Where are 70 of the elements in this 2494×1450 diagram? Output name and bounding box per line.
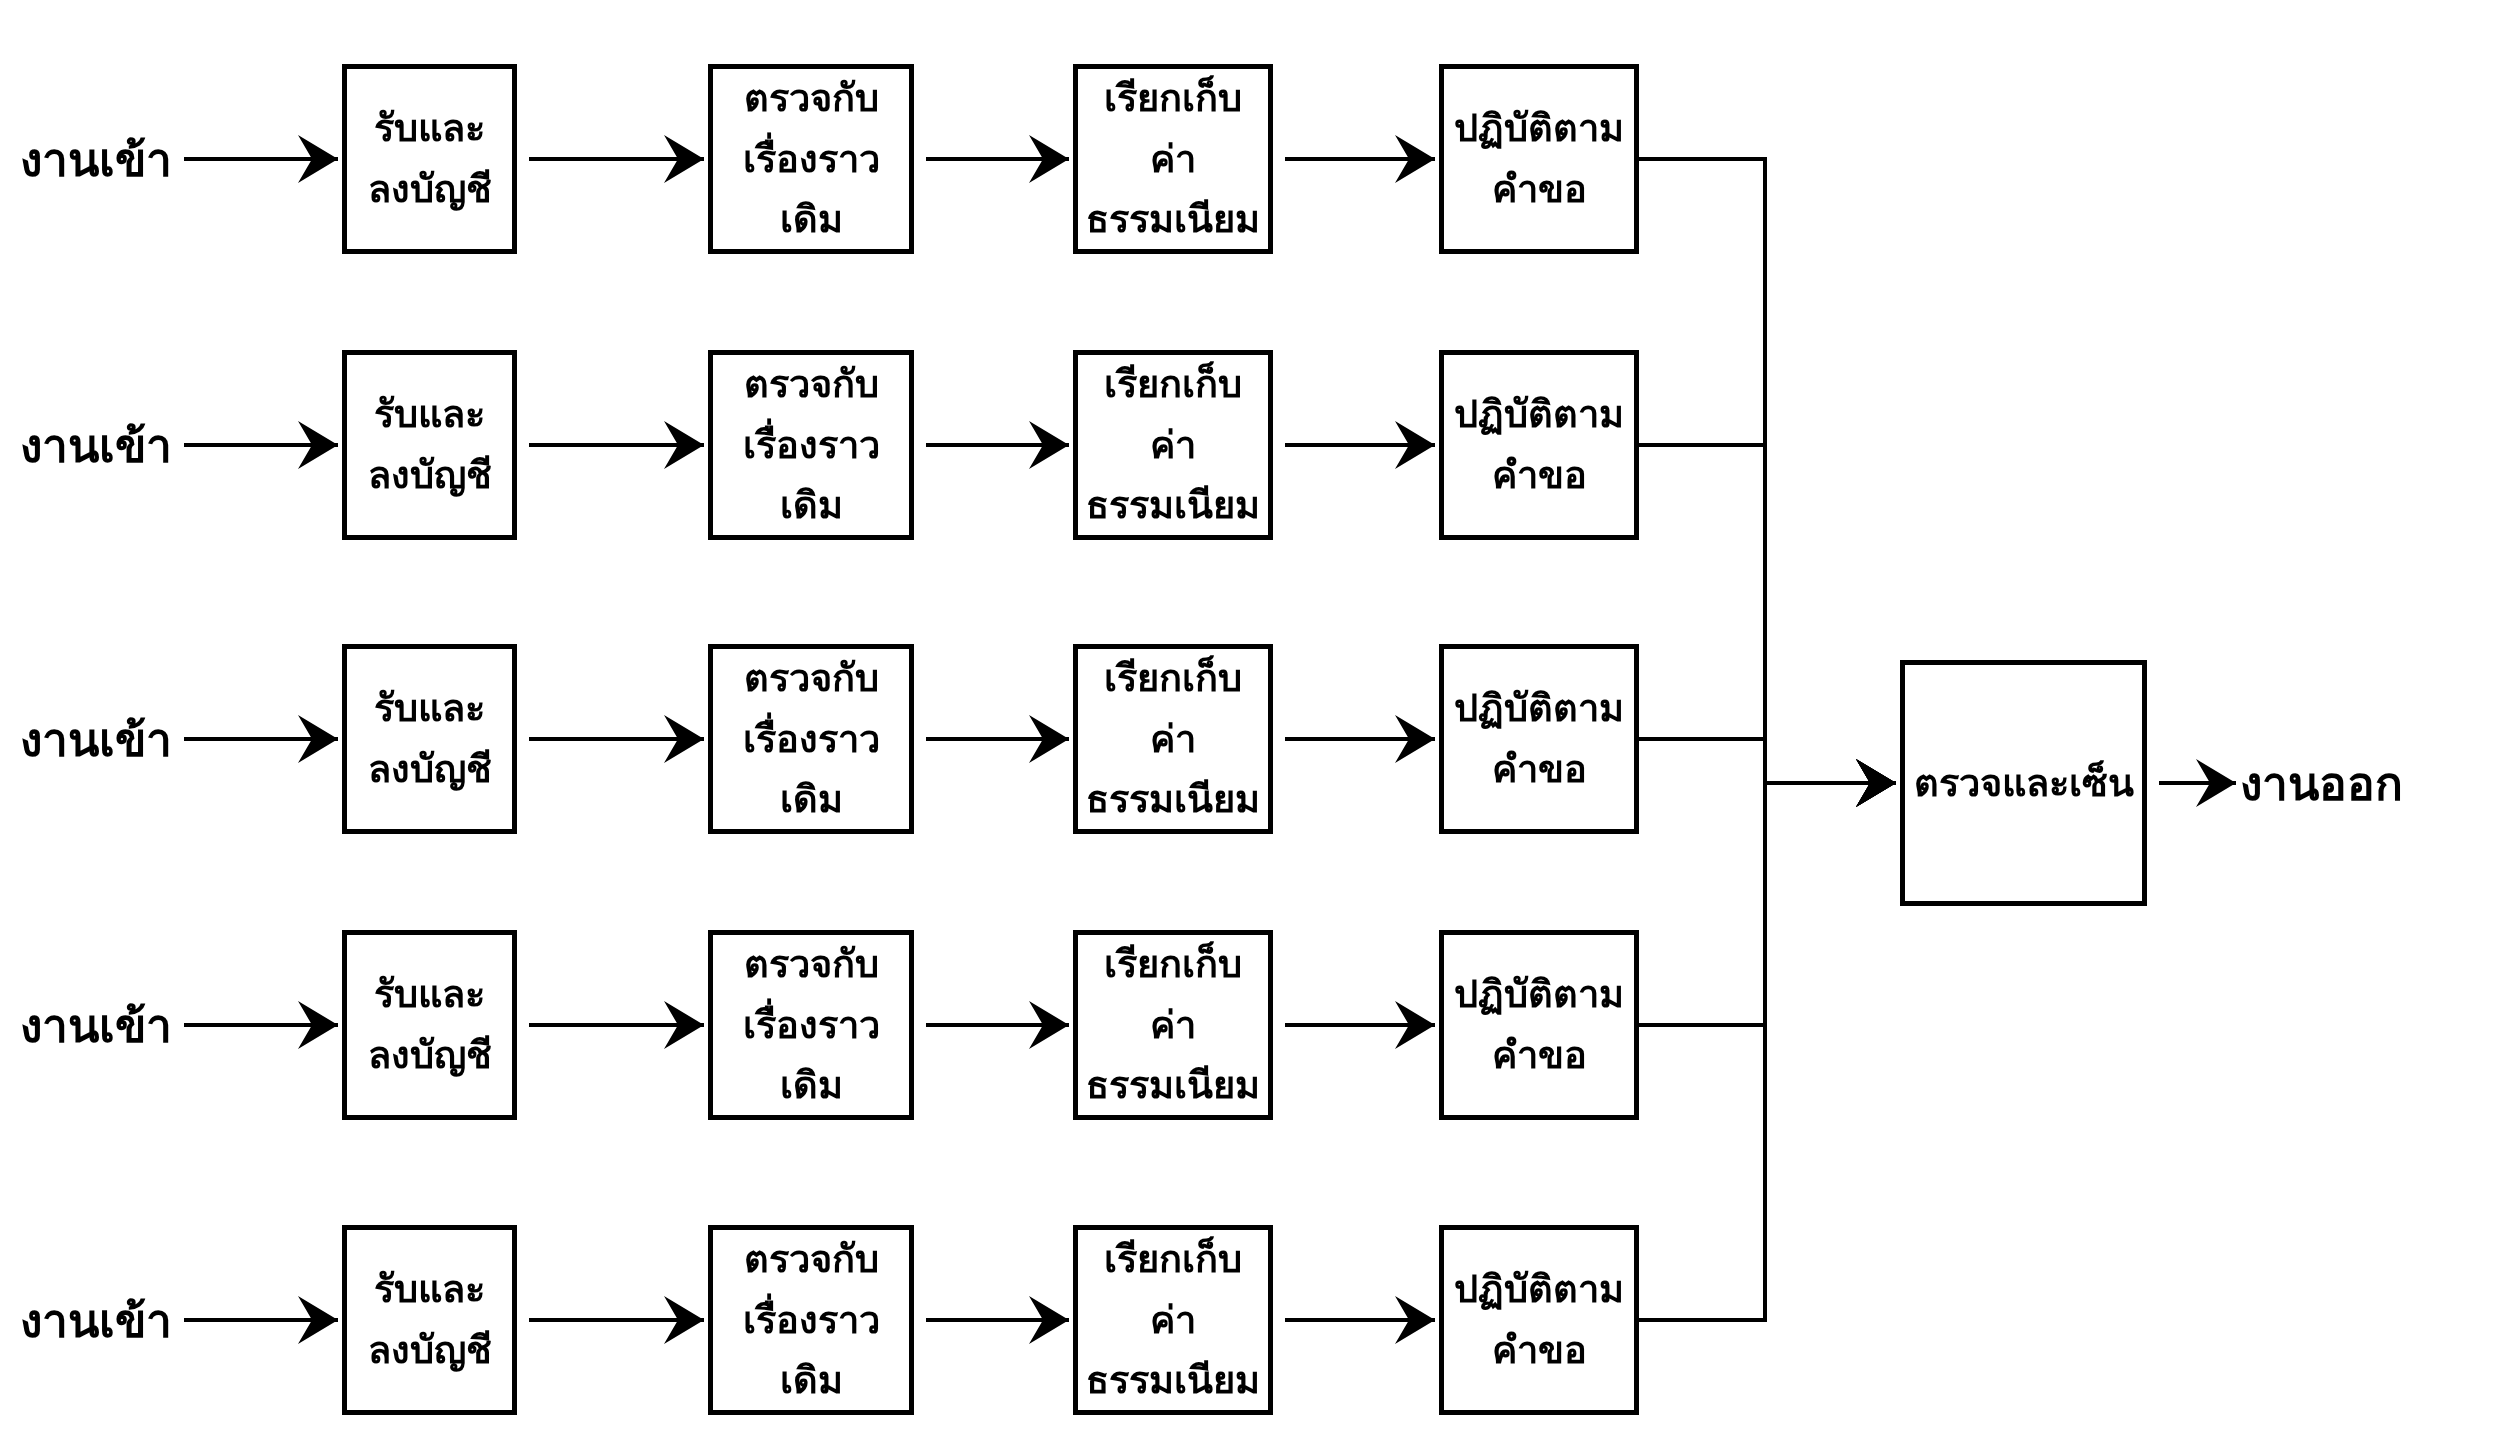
arrow bbox=[184, 1296, 338, 1344]
process-box bbox=[1073, 64, 1273, 254]
process-box bbox=[1073, 1225, 1273, 1415]
arrow bbox=[2159, 759, 2236, 807]
arrow bbox=[1285, 715, 1435, 763]
step-label: ปฏิบัติตามคำขอ bbox=[1453, 391, 1625, 499]
process-box bbox=[708, 64, 914, 254]
step-label: ปฏิบัติตามคำขอ bbox=[1453, 1266, 1625, 1374]
step-label: เรียกเก็บค่าธรรมเนียม bbox=[1086, 654, 1260, 824]
step-label: เรียกเก็บค่าธรรมเนียม bbox=[1086, 360, 1260, 530]
output-label: งานออก bbox=[2240, 743, 2480, 823]
arrow bbox=[1285, 421, 1435, 469]
arrow bbox=[184, 715, 338, 763]
arrow bbox=[1285, 1001, 1435, 1049]
step-label: รับและลงบัญชี bbox=[366, 105, 493, 213]
process-box bbox=[708, 930, 914, 1120]
step-label: เรียกเก็บค่าธรรมเนียม bbox=[1086, 1235, 1260, 1405]
step-label: รับและลงบัญชี bbox=[366, 391, 493, 499]
process-box bbox=[342, 930, 517, 1120]
step-label: ตรวจและเซ็น bbox=[1913, 759, 2134, 807]
process-box bbox=[1439, 64, 1639, 254]
process-box bbox=[342, 644, 517, 834]
arrow bbox=[529, 135, 704, 183]
step-label: ตรวจกับเรื่องราวเดิม bbox=[741, 654, 881, 824]
step-label: ปฏิบัติตามคำขอ bbox=[1453, 685, 1625, 793]
process-box bbox=[1073, 350, 1273, 540]
process-box bbox=[342, 350, 517, 540]
process-box bbox=[708, 350, 914, 540]
arrow bbox=[184, 421, 338, 469]
arrow bbox=[926, 715, 1069, 763]
process-box bbox=[1439, 644, 1639, 834]
step-label: รับและลงบัญชี bbox=[366, 971, 493, 1079]
arrow bbox=[1285, 1296, 1435, 1344]
process-box bbox=[1900, 660, 2147, 906]
process-box bbox=[1439, 350, 1639, 540]
step-label: ตรวจกับเรื่องราวเดิม bbox=[741, 360, 881, 530]
process-box bbox=[1073, 644, 1273, 834]
step-label: รับและลงบัญชี bbox=[366, 1266, 493, 1374]
arrow bbox=[184, 1001, 338, 1049]
step-label: เรียกเก็บค่าธรรมเนียม bbox=[1086, 74, 1260, 244]
process-box bbox=[342, 1225, 517, 1415]
arrow bbox=[1285, 135, 1435, 183]
arrow bbox=[1639, 759, 1896, 1322]
arrow bbox=[529, 1296, 704, 1344]
step-label: ตรวจกับเรื่องราวเดิม bbox=[741, 1235, 881, 1405]
arrow bbox=[184, 135, 338, 183]
arrow bbox=[529, 421, 704, 469]
step-label: ตรวจกับเรื่องราวเดิม bbox=[741, 74, 881, 244]
input-label: งานเข้า bbox=[20, 405, 250, 485]
step-label: เรียกเก็บค่าธรรมเนียม bbox=[1086, 940, 1260, 1110]
process-box bbox=[708, 1225, 914, 1415]
arrow bbox=[529, 715, 704, 763]
input-label: งานเข้า bbox=[20, 699, 250, 779]
process-box bbox=[1439, 930, 1639, 1120]
step-label: ตรวจกับเรื่องราวเดิม bbox=[741, 940, 881, 1110]
step-label: ปฏิบัติตามคำขอ bbox=[1453, 105, 1625, 213]
step-label: รับและลงบัญชี bbox=[366, 685, 493, 793]
arrow bbox=[926, 421, 1069, 469]
process-box bbox=[1073, 930, 1273, 1120]
step-label: ปฏิบัติตามคำขอ bbox=[1453, 971, 1625, 1079]
input-label: งานเข้า bbox=[20, 1280, 250, 1360]
arrow bbox=[926, 1001, 1069, 1049]
process-box bbox=[342, 64, 517, 254]
input-label: งานเข้า bbox=[20, 985, 250, 1065]
arrow bbox=[529, 1001, 704, 1049]
input-label: งานเข้า bbox=[20, 119, 250, 199]
arrow bbox=[926, 135, 1069, 183]
arrow bbox=[926, 1296, 1069, 1344]
process-box bbox=[1439, 1225, 1639, 1415]
process-box bbox=[708, 644, 914, 834]
